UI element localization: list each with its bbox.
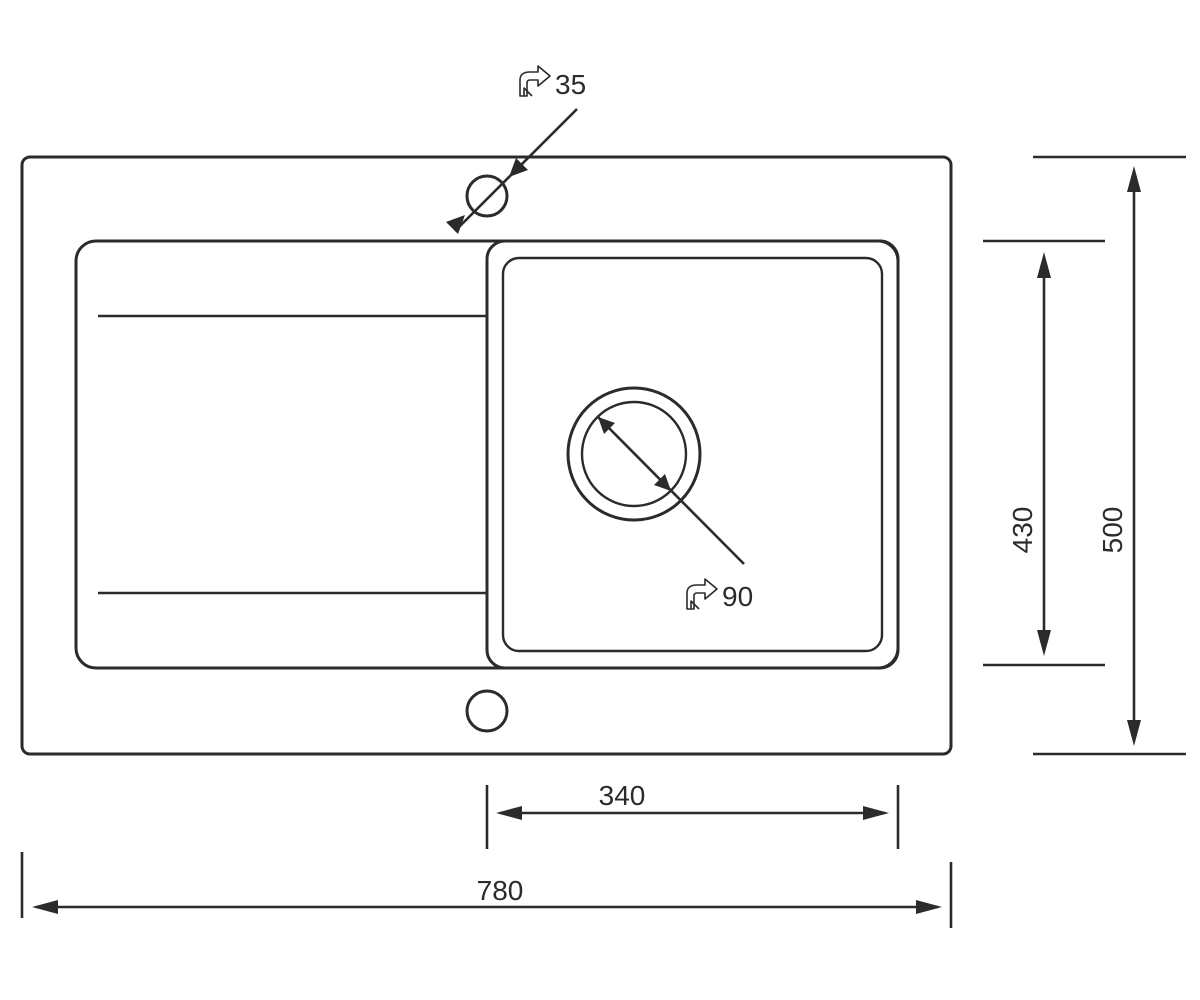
bowl-depth-arrow-top <box>1037 252 1051 278</box>
total-width-label: 780 <box>477 875 524 906</box>
total-width-arrow-left <box>32 900 58 914</box>
overflow-hole <box>465 689 509 733</box>
waste-diameter-label: 90 <box>722 581 753 612</box>
tap-hole-arrow-upper <box>509 158 528 177</box>
diameter-arrow-icon <box>519 65 551 97</box>
bowl-width-arrow-left <box>496 806 522 820</box>
sink-outer-outline <box>20 155 953 756</box>
total-depth-arrow-bottom <box>1127 720 1141 746</box>
waste-arrow-lower <box>654 474 671 491</box>
bowl-outer-outline <box>485 239 900 670</box>
bowl-depth-label: 430 <box>1007 507 1038 554</box>
tap-hole <box>465 174 509 218</box>
bowl-inner-outline <box>501 256 884 653</box>
bowl-width-arrow-right <box>863 806 889 820</box>
total-depth-label: 500 <box>1097 507 1128 554</box>
waste-arrow-upper <box>598 417 615 434</box>
waste-leader <box>597 416 745 565</box>
tap-hole-arrow-lower <box>446 215 465 234</box>
diameter-arrow-icon <box>686 578 718 610</box>
bowl-width-label: 340 <box>599 780 646 811</box>
waste-outer-ring <box>566 386 702 522</box>
waste-inner-ring <box>580 400 688 508</box>
total-width-arrow-right <box>916 900 942 914</box>
bowl-depth-arrow-bottom <box>1037 630 1051 656</box>
tap-hole-diameter-label: 35 <box>555 69 586 100</box>
total-depth-arrow-top <box>1127 166 1141 192</box>
